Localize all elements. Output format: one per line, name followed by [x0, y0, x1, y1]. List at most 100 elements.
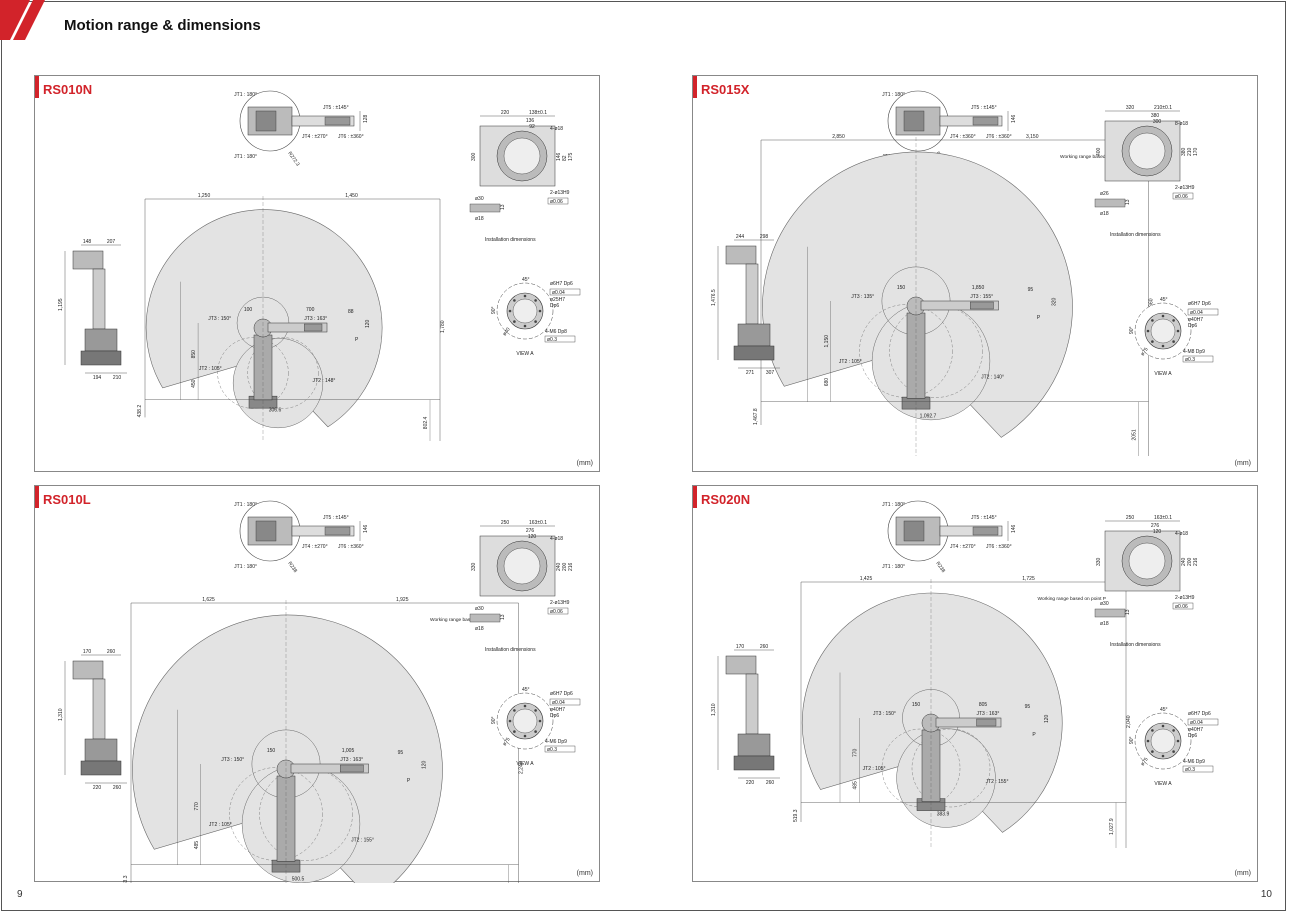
- base-tolerance: ø0.06: [550, 199, 563, 205]
- flange-90: 90°: [491, 716, 497, 724]
- side-view-working-range: [145, 209, 383, 429]
- panel-rs020n: RS020N(mm)JT1 : 180°JT1 : 180°JT5 : ±145…: [692, 485, 1258, 882]
- panel-rs010l: RS010L(mm)JT1 : 180°JT1 : 180°JT5 : ±145…: [34, 485, 600, 883]
- jt3-back-label: JT3 : 135°: [851, 294, 874, 300]
- page-number-right: 10: [1260, 889, 1272, 900]
- side-view-working-range: [762, 151, 1073, 438]
- installation-dimensions-label: Installation dimensions: [485, 237, 536, 243]
- reach-front: 1,925: [396, 597, 409, 603]
- height-total: 1,780: [440, 320, 446, 333]
- top-view: JT1 : 180°JT1 : 180°JT5 : ±145°JT4 : ±27…: [234, 500, 369, 574]
- base-height: 680: [824, 378, 830, 387]
- jt2-back-label: JT2 : 105°: [839, 359, 862, 365]
- page-title: Motion range & dimensions: [64, 17, 261, 34]
- flange-90: 90°: [1129, 736, 1135, 744]
- wrist-height: 120: [422, 760, 428, 769]
- jt5-label: JT5 : ±145°: [971, 515, 997, 521]
- arm-height: 770: [853, 748, 859, 757]
- arm-length: 1,005: [342, 748, 355, 754]
- base-pin-dia: ø26: [1100, 191, 1109, 197]
- jt6-label: JT6 : ±360°: [986, 134, 1012, 140]
- offset-100: 150: [897, 285, 906, 291]
- point-p-label: P: [1032, 732, 1036, 738]
- base-f: 330: [471, 562, 477, 571]
- flange-pin: ø6H7 Dp6: [550, 281, 573, 287]
- below-floor: 1,027.9: [1109, 818, 1115, 835]
- below-base: 1,467.8: [753, 408, 759, 425]
- flange-bore: ø40H7: [1188, 727, 1203, 733]
- installation-dimensions-label: Installation dimensions: [1110, 232, 1161, 238]
- panel-rs010n: RS010N(mm)JT1 : 180°JT1 : 180°JT5 : ±145…: [34, 75, 600, 472]
- base-pin-dia: ø30: [475, 606, 484, 612]
- jt6-label: JT6 : ±360°: [986, 544, 1012, 550]
- flange-angle: 45°: [1160, 297, 1168, 303]
- base-h: 210: [1187, 147, 1193, 156]
- jt2-front-label: JT2 : 155°: [986, 779, 1009, 785]
- base-g: 240: [556, 562, 562, 571]
- working-range-label: Working range based on point P: [1038, 596, 1106, 602]
- top-view: JT1 : 180°JT1 : 180°JT5 : ±145°JT4 : ±36…: [882, 90, 1017, 164]
- height-total: 3,660: [1149, 298, 1155, 311]
- installation-dimensions-label: Installation dimensions: [1110, 642, 1161, 648]
- panel-accent-bar: [693, 486, 697, 508]
- base-c: 136: [526, 118, 535, 124]
- flange-pcd: ø75: [1140, 346, 1150, 357]
- flange-pcd: ø40: [502, 326, 512, 337]
- jt3-back-label: JT3 : 150°: [873, 711, 896, 717]
- flange-pos-tol: ø0.3: [547, 747, 557, 753]
- jt3-front-label: JT3 : 155°: [970, 294, 993, 300]
- base-pin-holes: 2-ø13H9: [550, 190, 570, 196]
- jt1-bottom-label: JT1 : 180°: [234, 564, 257, 570]
- jt5-label: JT5 : ±145°: [323, 515, 349, 521]
- base-i: 216: [568, 562, 574, 571]
- base-h: 82: [562, 155, 568, 161]
- page-number-left: 9: [17, 889, 23, 900]
- side-view-working-range: [801, 592, 1063, 833]
- front-base-1: 194: [93, 375, 102, 381]
- flange-90: 90°: [1129, 326, 1135, 334]
- jt2-front-label: JT2 : 140°: [981, 375, 1004, 381]
- front-height: 1,195: [58, 298, 64, 311]
- model-name: RS015X: [701, 82, 750, 97]
- below-base: 783.3: [123, 875, 129, 883]
- model-name: RS010L: [43, 492, 91, 507]
- unit-label: (mm): [576, 460, 593, 467]
- base-tolerance: ø0.06: [550, 609, 563, 615]
- offset-bottom: 1,092.7: [920, 413, 937, 419]
- base-d: 300: [1153, 119, 1162, 125]
- front-width-2: 260: [107, 649, 116, 655]
- offset-100: 150: [267, 748, 276, 754]
- base-hole-dia: ø18: [475, 216, 484, 222]
- page-header: Motion range & dimensions: [0, 0, 1289, 44]
- height-total: 2,240: [519, 761, 525, 774]
- below-base: 519.3: [793, 809, 799, 822]
- dimension-lines: 1,6251,9252,240770485783.31,217.9500.515…: [123, 597, 525, 883]
- front-width-1: 148: [83, 239, 92, 245]
- jt1-top-label: JT1 : 180°: [234, 92, 257, 98]
- flange-tol: ø0.04: [1190, 720, 1203, 726]
- base-g: 380: [1181, 147, 1187, 156]
- top-height: 128: [363, 114, 369, 123]
- base-depth: 13: [1125, 199, 1131, 205]
- flange-angle: 45°: [522, 277, 530, 283]
- panel-accent-bar: [693, 76, 697, 98]
- jt6-label: JT6 : ±360°: [338, 544, 364, 550]
- wrist-height: 120: [365, 319, 371, 328]
- base-i: 175: [568, 152, 574, 161]
- jt2-back-label: JT2 : 105°: [209, 822, 232, 828]
- flange-pin: ø6H7 Dp6: [1188, 301, 1211, 307]
- base-tolerance: ø0.06: [1175, 194, 1188, 200]
- unit-label: (mm): [1234, 460, 1251, 467]
- base-c: 276: [526, 528, 535, 534]
- unit-label: (mm): [1234, 870, 1251, 877]
- base-depth: 13: [500, 204, 506, 210]
- arm-length: 805: [979, 702, 988, 708]
- front-base-1: 220: [746, 780, 755, 786]
- base-i: 170: [1193, 147, 1199, 156]
- front-width-1: 244: [736, 234, 745, 240]
- arm-length: 1,850: [972, 285, 985, 291]
- jt1-top-label: JT1 : 180°: [882, 502, 905, 508]
